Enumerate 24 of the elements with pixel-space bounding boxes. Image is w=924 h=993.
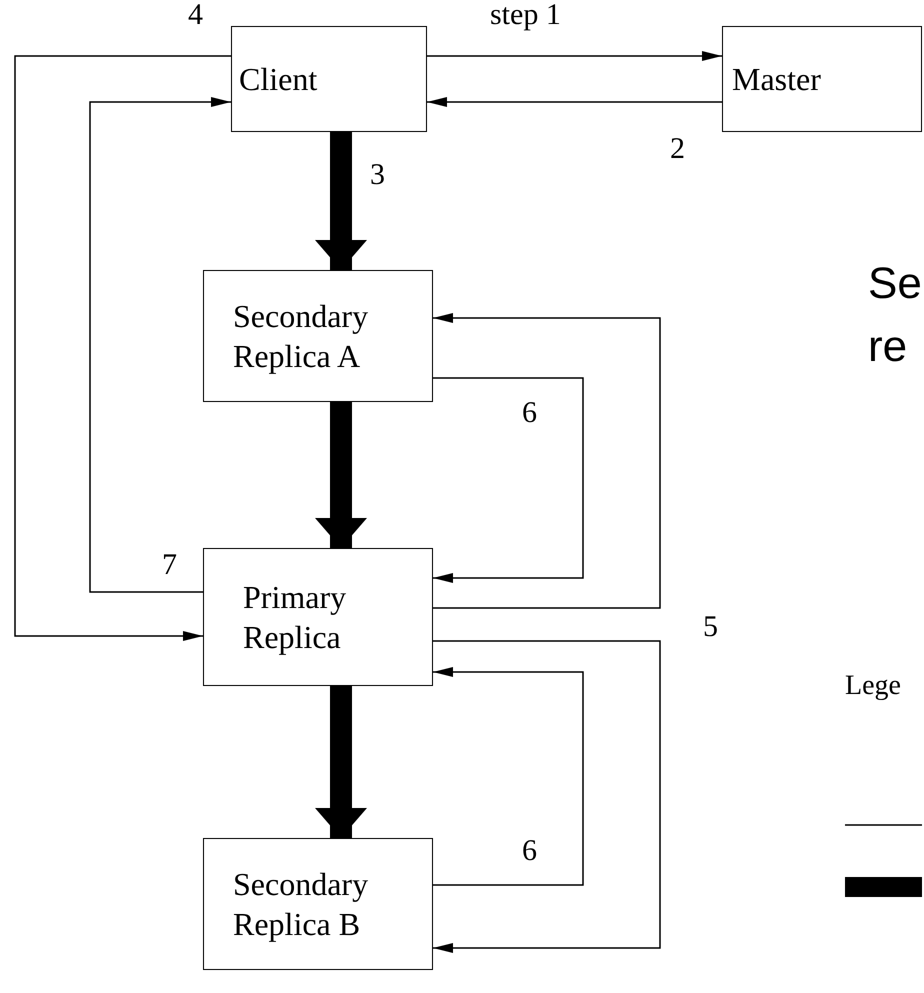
- node-label: Client: [239, 60, 318, 99]
- process-box: [203, 548, 433, 686]
- process-box: [203, 838, 433, 970]
- node-label: Primary Replica: [243, 578, 348, 657]
- thick-arrow: [315, 132, 367, 270]
- arrow: [433, 667, 584, 886]
- node-label: Master: [732, 60, 822, 99]
- node-label: Secondary Replica A: [233, 297, 370, 376]
- node-label: Secondary Replica B: [233, 865, 370, 944]
- text-label: re: [868, 325, 908, 369]
- arrow: [433, 640, 661, 953]
- arrow: [433, 377, 584, 583]
- arrow: [427, 97, 722, 107]
- process-box: [203, 270, 433, 402]
- process-box: [722, 26, 922, 132]
- arrow: [89, 97, 231, 593]
- process-box: [231, 26, 427, 132]
- thick-arrow: [315, 686, 367, 838]
- arrow: [427, 51, 722, 61]
- arrow: [14, 55, 231, 641]
- text-label: Se: [868, 262, 922, 306]
- text-label: Lege: [845, 672, 901, 700]
- arrow: [433, 313, 661, 609]
- thick-arrow: [315, 402, 367, 548]
